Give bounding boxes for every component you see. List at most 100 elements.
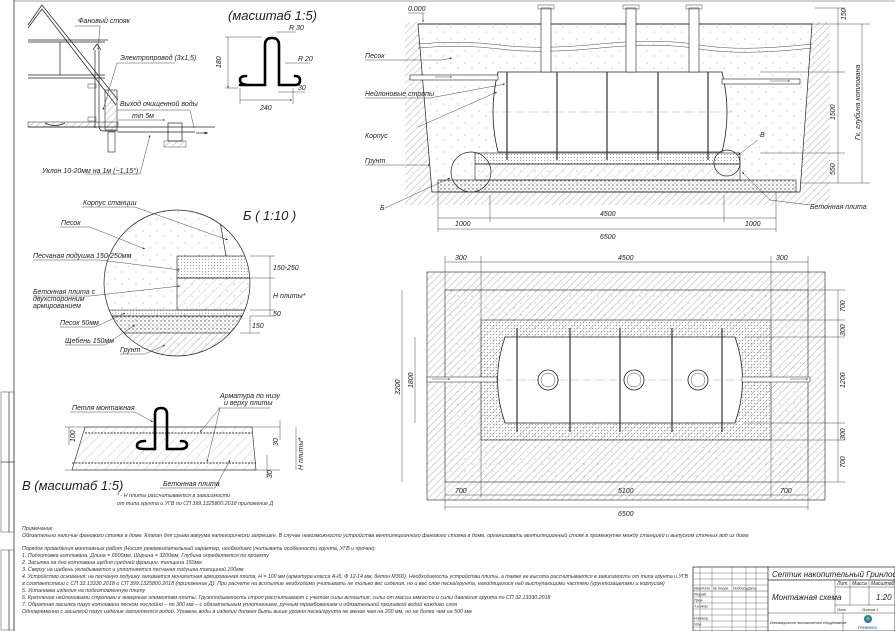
depth-label: Гк, глубина котлована (854, 65, 862, 140)
slope-label: Уклон 10-20мм на 1м (~1,15°) (41, 167, 138, 175)
plan-top-dim-3: 300 (776, 255, 788, 262)
tb-role: Н.контр. (694, 617, 709, 621)
dim-cushion: 150-250 (273, 265, 299, 272)
note-line: 3. Сверху на щебень укладывается и уплот… (22, 566, 244, 573)
detail-b-title: Б ( 1:10 ) (243, 208, 296, 223)
slab-v-label: Бетонная плита (163, 481, 220, 488)
slab-label-2: двухсторонним (33, 295, 85, 303)
min-distance-label: min 5м (132, 113, 154, 120)
tb-header: Дата (746, 587, 756, 591)
detail-b-mark: Б (380, 205, 385, 212)
straps (506, 72, 709, 160)
dim-100: 100 (70, 430, 77, 442)
dim-base: 550 (830, 163, 837, 175)
detail-v: Петля монтажная Арматура по низу и верху… (22, 393, 305, 507)
plan-view: 300 4500 300 3200 1800 700 300 1200 300 … (395, 255, 847, 518)
tb-role: Утв. (694, 623, 702, 627)
note-line: 4. Устройство основания: на песчаную под… (22, 573, 688, 580)
sand50-label: Песок 50мм (60, 320, 99, 327)
plan-right-dim-5: 700 (840, 456, 847, 468)
plan-right-dim-1: 700 (840, 300, 847, 312)
col-lit: Лит. (836, 581, 849, 587)
plan-width-total: 3200 (395, 379, 402, 395)
outlet-label: Выход очищенной воды (120, 100, 199, 108)
plan-length-total: 6500 (618, 511, 634, 518)
dim-50: 50 (273, 311, 281, 318)
tb-role: Разраб. (694, 593, 707, 597)
detail-v-mark: В (760, 132, 765, 139)
notes: Примечание Обязательно наличие фанового … (21, 526, 749, 615)
note-line: Обязательно наличие фанового стояка в до… (22, 532, 749, 539)
note-line: 1. Подготовка котлована. Длина = 6500мм,… (22, 553, 269, 559)
loop-label: Петля монтажная (72, 405, 135, 412)
rebar-label-2: и верху плиты (224, 400, 273, 407)
soil-label: Грунт (365, 158, 386, 165)
footnote-2: от типа грунта и УГВ по СП 399.1325800.2… (117, 501, 274, 507)
dim-total: 6500 (600, 234, 616, 241)
dim-slab-v: Н плиты* (298, 437, 305, 470)
detail-b: Б ( 1:10 ) Корпус станции Песок Песчаная… (33, 200, 306, 357)
house-connection-sketch: Фановый стояк Электропровод (3х1,5) Выхо… (27, 4, 215, 175)
cable-label: Электропровод (3х1,5) (120, 54, 196, 62)
note-line: 7. Обратная засыпка пазух котлована песк… (22, 601, 457, 608)
loop-scale-title: (масштаб 1:5) (228, 8, 317, 23)
sand-label: Песок (365, 53, 385, 60)
plan-top-dim-1: 300 (455, 255, 467, 262)
col-mass: Масса (852, 581, 867, 587)
tb-header: Подпись (733, 587, 747, 591)
rebar-label-1: Арматура по низу (219, 393, 281, 400)
tb-header: Изм. (694, 587, 702, 591)
dim-right: 1000 (745, 221, 761, 228)
note-line: Одновременно с засыпкой пазух изделие за… (22, 608, 472, 615)
product-name: Септик накопительный Гринлос СП 9 (772, 570, 895, 579)
slab-label-3: армированием (33, 303, 81, 310)
loop-r20: R 20 (298, 56, 313, 63)
loop-width: 240 (259, 105, 272, 112)
slab-label-1: Бетонная плита с (33, 289, 96, 296)
tb-role: Пров. (694, 599, 703, 603)
dim-150: 150 (252, 323, 264, 330)
footnote-1: * - Н плиты рассчитывается в зависимости (117, 493, 230, 499)
tb-header: Лист (700, 587, 710, 591)
plan-right-dim-4: 300 (840, 428, 847, 440)
risers (537, 4, 703, 73)
plan-right-dim-2: 300 (840, 324, 847, 336)
plan-tank-width: 1800 (408, 372, 415, 388)
dim-mid: 4500 (600, 211, 616, 218)
loop-foot: 30 (298, 85, 306, 92)
sand-cushion-label-1: Песчаная подушка 150-250мм (33, 252, 132, 260)
tb-role: Т.контр. (694, 605, 709, 609)
dim-30b: 30 (267, 470, 274, 478)
plan-top-dim-2: 4500 (618, 255, 634, 262)
col-scale: Масштаб (871, 581, 895, 587)
tb-header: № докум. (713, 587, 729, 591)
straps-label: Нейлоновые стропы (365, 90, 435, 98)
dim-left: 1000 (455, 221, 471, 228)
note-line: в соответствии с СП 32.13330.2018 и СП 3… (22, 581, 665, 587)
dim-slab-b: Н плиты* (273, 293, 306, 300)
company-tagline: Инновационное экологическое оборудование (770, 621, 846, 625)
vent-stack-label: Фановый стояк (78, 17, 131, 25)
slab-label: Бетонная плита (810, 204, 867, 211)
note-line: 5. Установка изделия на подготовленную п… (22, 588, 145, 594)
plan-bottom-dim-1: 700 (455, 488, 467, 495)
notes-heading: Примечание (22, 526, 53, 532)
drawing-name: Монтажная схема (772, 593, 842, 602)
longitudinal-section: 0.000 Песок Нейлоновые стропы Корпус Гру… (365, 4, 870, 241)
mounting-loop-detail: (масштаб 1:5) R 30 R 20 180 30 240 (216, 8, 317, 112)
detail-v-title: В (масштаб 1:5) (22, 478, 123, 493)
gravel-label: Щебень 150мм (65, 337, 114, 345)
note-line: 6. Крепление нейлоновыми стропами к анке… (22, 594, 551, 601)
title-block: Изм. Лист № докум. Подпись Дата Разраб. … (692, 566, 895, 631)
dim-body: 1500 (830, 104, 837, 120)
detail-b-soil-label: Грунт (120, 347, 141, 354)
loop-r30: R 30 (289, 25, 304, 32)
plan-right-dim-3: 1200 (840, 372, 847, 388)
note-line: Порядок проведения монтажных работ (Носи… (22, 545, 376, 552)
dim-top: 150 (841, 8, 848, 20)
sheet-label: Лист (836, 608, 846, 612)
loop-height: 180 (216, 56, 223, 68)
note-line: 2. Засыпка на дно котлована щебня средне… (21, 559, 202, 566)
